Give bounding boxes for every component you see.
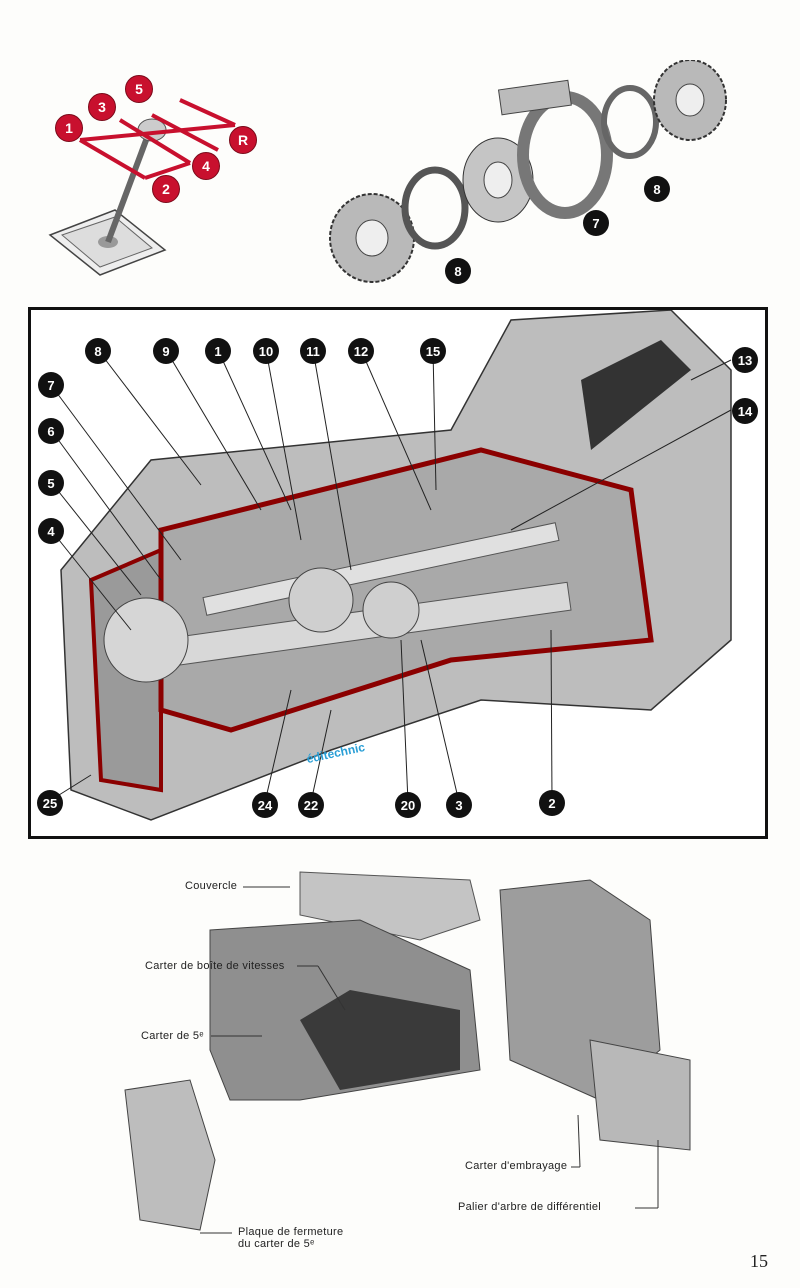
- callout-13: 13: [732, 347, 758, 373]
- label-carter-embrayage: Carter d'embrayage: [465, 1160, 568, 1172]
- gear-4-badge: 4: [192, 152, 220, 180]
- callout-7: 7: [38, 372, 64, 398]
- callout-14: 14: [732, 398, 758, 424]
- gear-1-badge: 1: [55, 114, 83, 142]
- label-plaque-line2: du carter de 5ᵉ: [238, 1238, 315, 1250]
- exploded-housings-photo: [124, 871, 691, 1234]
- gear-5-badge: 5: [125, 75, 153, 103]
- callout-25: 25: [37, 790, 63, 816]
- label-carter-5: Carter de 5ᵉ: [141, 1030, 204, 1042]
- callout-20: 20: [395, 792, 421, 818]
- callout-15: 15: [420, 338, 446, 364]
- callout-9: 9: [153, 338, 179, 364]
- gear-3-badge: 3: [88, 93, 116, 121]
- callout-12: 12: [348, 338, 374, 364]
- callout-7: 7: [583, 210, 609, 236]
- callout-5: 5: [38, 470, 64, 496]
- callout-4: 4: [38, 518, 64, 544]
- callout-6: 6: [38, 418, 64, 444]
- callout-10: 10: [253, 338, 279, 364]
- callout-8-right: 8: [644, 176, 670, 202]
- gear-2-badge: 2: [152, 175, 180, 203]
- callout-2: 2: [539, 790, 565, 816]
- callout-3: 3: [446, 792, 472, 818]
- callout-1: 1: [205, 338, 231, 364]
- callout-22: 22: [298, 792, 324, 818]
- gear-r-badge: R: [229, 126, 257, 154]
- gearbox-cutaway-figure: éditechnic 8 9 1 10 11 12 15 13 14 7 6 5…: [28, 307, 768, 839]
- gear-lever-illustration: [48, 98, 236, 276]
- synchronizer-parts-illustration: 8 7 8: [320, 59, 740, 290]
- shift-pattern-diagram: 1 3 5 R 4 2: [40, 70, 280, 280]
- page-number: 15: [750, 1251, 768, 1271]
- label-carter-boite: Carter de boîte de vitesses: [145, 960, 285, 972]
- callout-8-left: 8: [445, 258, 471, 284]
- synchro-parts-drawing: [329, 59, 727, 283]
- label-plaque-line1: Plaque de fermeture: [238, 1226, 344, 1238]
- callout-8: 8: [85, 338, 111, 364]
- callout-24: 24: [252, 792, 278, 818]
- gearbox-cutaway-drawing: [50, 310, 732, 821]
- label-couvercle: Couvercle: [185, 880, 238, 892]
- label-palier: Palier d'arbre de différentiel: [458, 1201, 601, 1213]
- callout-11: 11: [300, 338, 326, 364]
